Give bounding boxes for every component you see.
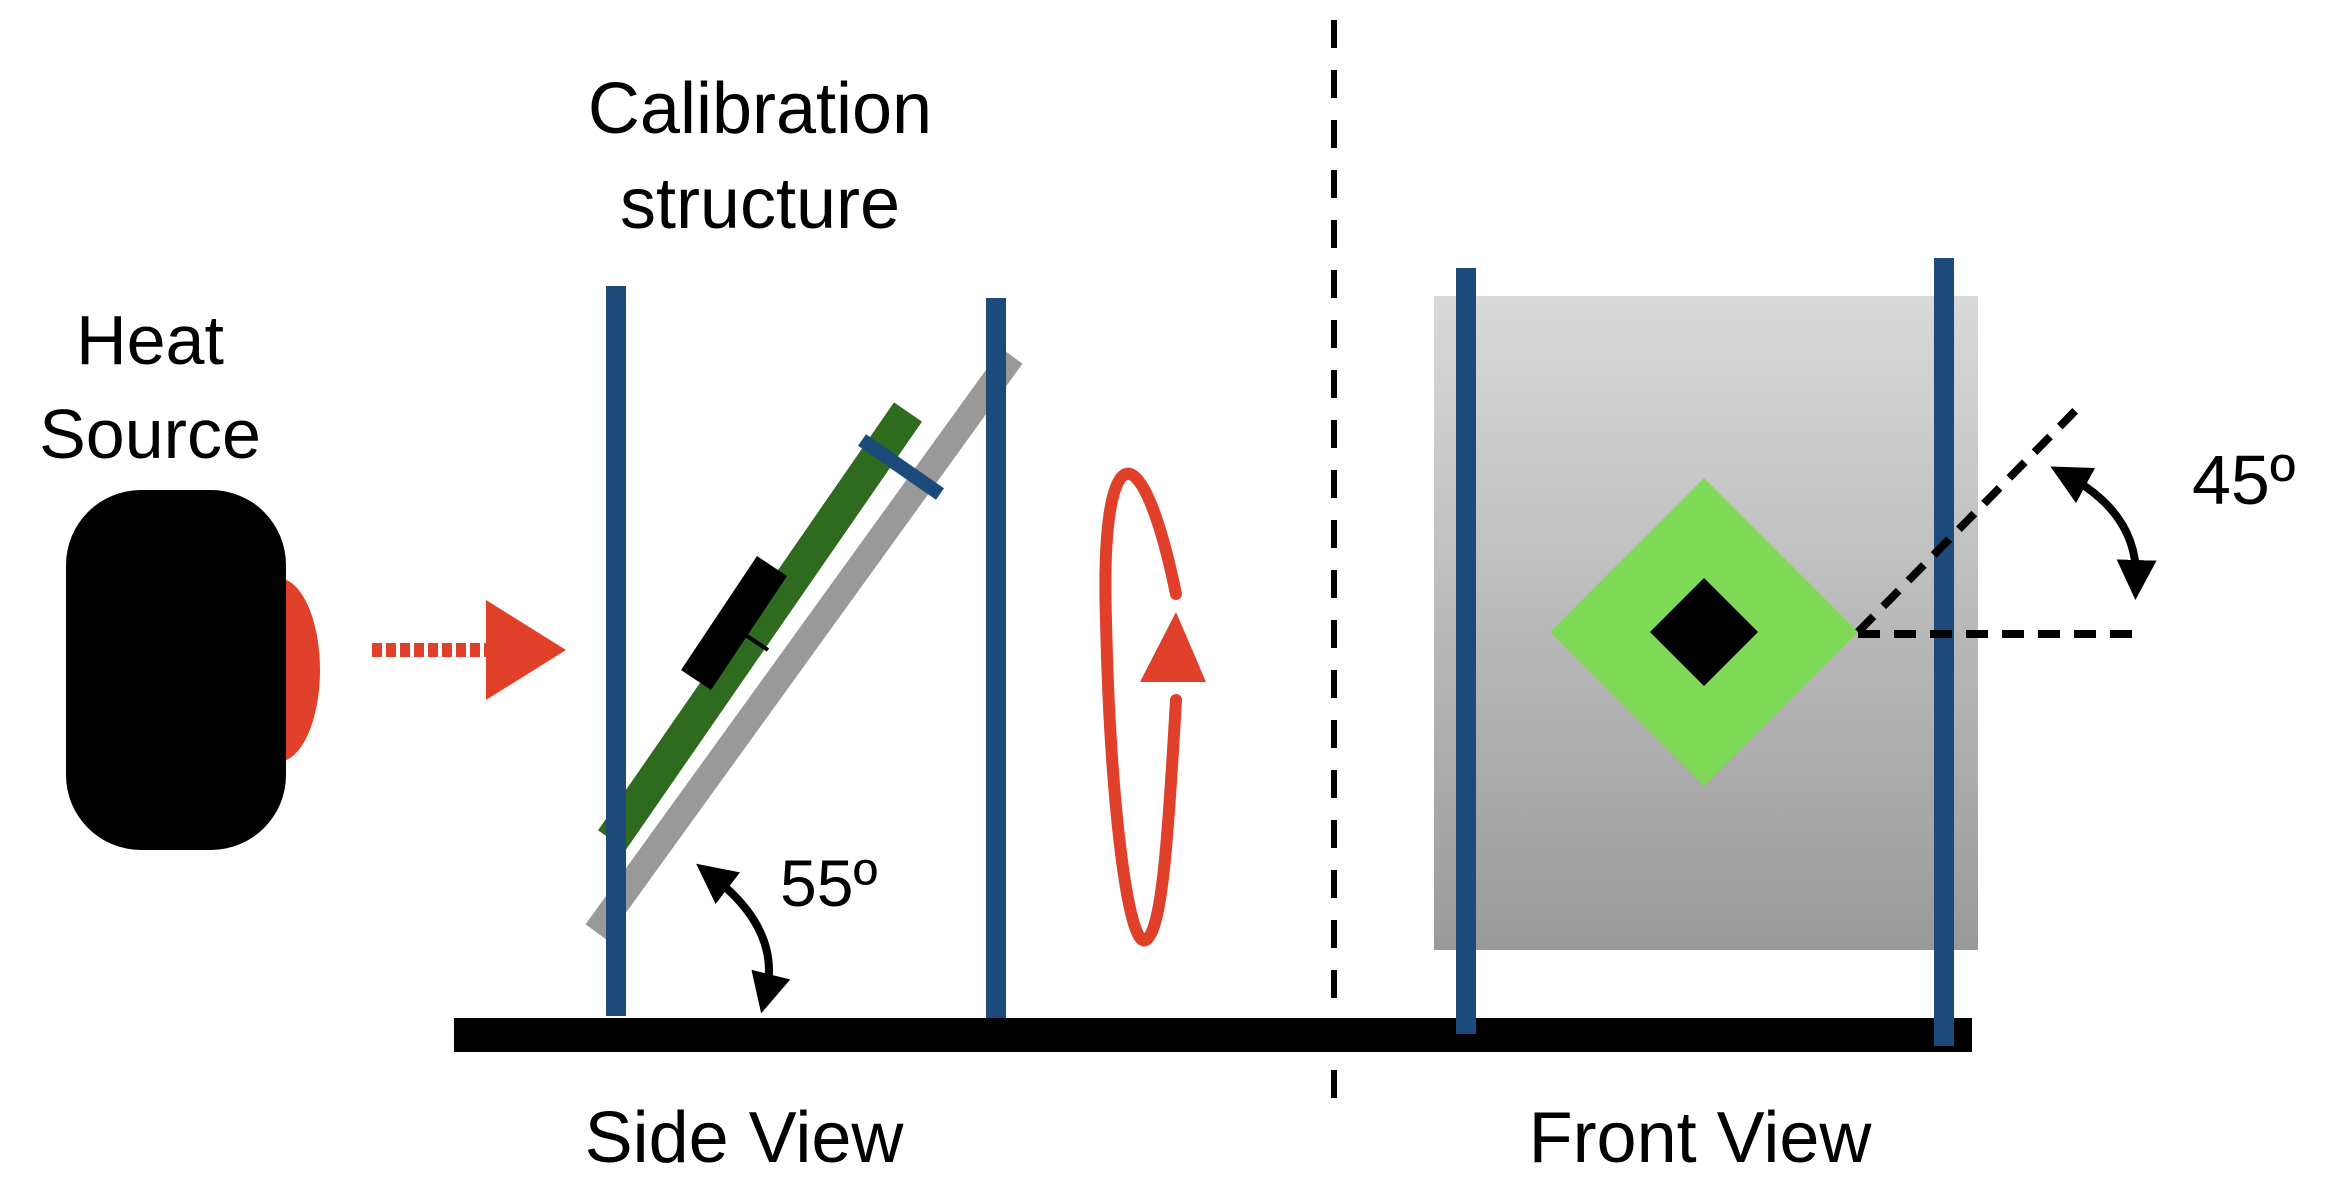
front-angle-label: 45º: [2192, 441, 2295, 519]
heat-source-body: [66, 490, 286, 850]
calibration-label-line1: Calibration: [588, 69, 932, 149]
rotation-arrow-icon: [1099, 467, 1206, 947]
front-angle-ref-diagonal: [1855, 407, 2079, 635]
sensor-divider: [736, 628, 770, 652]
side-angle-label: 55º: [780, 846, 878, 920]
base-surface: [454, 1018, 1972, 1052]
side-view-label: Side View: [585, 1098, 905, 1178]
front-view-label: Front View: [1529, 1098, 1873, 1178]
target-center: [1650, 578, 1758, 686]
calibration-label-line2: structure: [620, 164, 900, 244]
sensor-component: [681, 556, 787, 690]
circuit-board: [598, 402, 922, 850]
board-clamp: [858, 434, 944, 500]
front-angle-arrow: [2050, 466, 2157, 600]
side-angle-arrow: [696, 863, 791, 1014]
calibration-plate: [585, 348, 1023, 940]
heat-source: [66, 490, 320, 850]
heat-radiation-arrow: [372, 600, 566, 700]
heat-source-label-line1: Heat: [76, 301, 224, 379]
heat-source-label-line2: Source: [39, 395, 261, 473]
